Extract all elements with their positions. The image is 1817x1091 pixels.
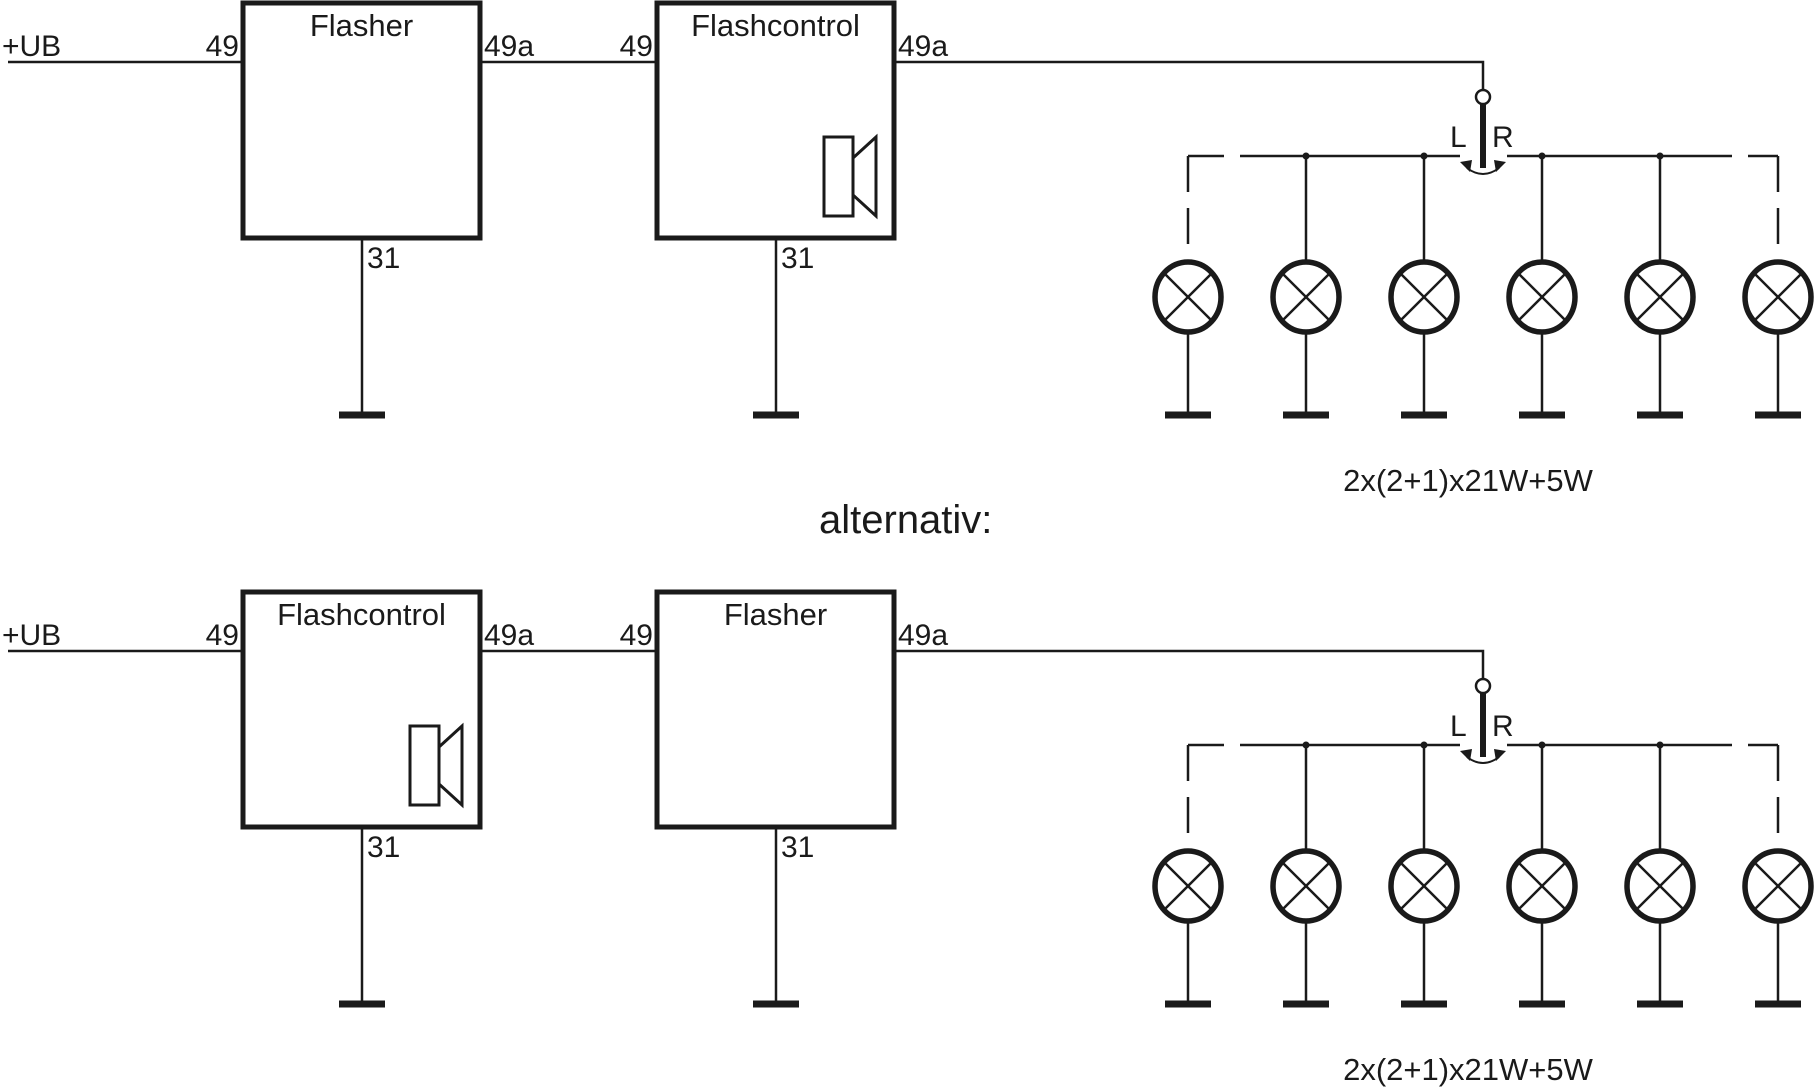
- buzzer-icon: [408, 722, 464, 809]
- lamp: [1388, 152, 1460, 419]
- junction-dot: [1302, 152, 1310, 160]
- module-flasher: Flasher 49 49a 31: [620, 589, 948, 1008]
- switch-right-label: R: [1492, 121, 1514, 154]
- ground-pin-label: 31: [367, 831, 400, 864]
- module-title: Flashcontrol: [277, 597, 446, 632]
- module-flashcontrol: Flashcontrol 49 49a 31: [206, 589, 534, 1008]
- input-pin-label: 49: [620, 619, 653, 652]
- module-title: Flasher: [724, 597, 827, 632]
- switch-left-label: L: [1450, 121, 1467, 154]
- junction-dot: [1420, 741, 1428, 749]
- output-pin-label: 49a: [898, 619, 948, 652]
- lamp: [1270, 741, 1342, 1008]
- module-flashcontrol: Flashcontrol 49 49a 31: [620, 0, 948, 419]
- lamp: [1506, 741, 1578, 1008]
- module-title: Flashcontrol: [691, 8, 860, 43]
- lamp: [1506, 152, 1578, 419]
- junction-dot: [1302, 741, 1310, 749]
- output-wire: [894, 649, 1485, 679]
- junction-dot: [1656, 741, 1664, 749]
- lamp: [1742, 156, 1814, 419]
- input-pin-label: 49: [206, 30, 239, 63]
- output-pin-label: 49a: [898, 30, 948, 63]
- input-pin-label: 49: [206, 619, 239, 652]
- lamp-spec-label: 2x(2+1)x21W+5W: [1343, 463, 1594, 498]
- ground-pin-label: 31: [367, 242, 400, 275]
- double-arrow-icon: [1460, 749, 1506, 764]
- lamp: [1388, 741, 1460, 1008]
- supply-label: +UB: [2, 619, 61, 652]
- module-title: Flasher: [310, 8, 413, 43]
- output-pin-label: 49a: [484, 619, 534, 652]
- switch-right-label: R: [1492, 710, 1514, 743]
- switch-pivot-icon: [1474, 88, 1492, 106]
- junction-dot: [1420, 152, 1428, 160]
- lamp: [1152, 745, 1224, 1008]
- output-pin-label: 49a: [484, 30, 534, 63]
- lamp: [1742, 745, 1814, 1008]
- junction-dot: [1538, 741, 1546, 749]
- switch-pivot-icon: [1474, 677, 1492, 695]
- supply-label: +UB: [2, 30, 61, 63]
- lamp: [1270, 152, 1342, 419]
- junction-dot: [1538, 152, 1546, 160]
- buzzer-icon: [822, 133, 878, 220]
- input-pin-label: 49: [620, 30, 653, 63]
- lamp-spec-label: 2x(2+1)x21W+5W: [1343, 1052, 1594, 1087]
- ground-pin-label: 31: [781, 831, 814, 864]
- module-box: [240, 0, 483, 241]
- module-flasher: Flasher 49 49a 31: [206, 0, 534, 419]
- module-box: [654, 589, 897, 830]
- junction-dot: [1656, 152, 1664, 160]
- double-arrow-icon: [1460, 160, 1506, 175]
- lamp: [1152, 156, 1224, 419]
- alternative-caption: alternativ:: [819, 498, 992, 542]
- lamp: [1624, 741, 1696, 1008]
- ground-pin-label: 31: [781, 242, 814, 275]
- lamp: [1624, 152, 1696, 419]
- switch-left-label: L: [1450, 710, 1467, 743]
- output-wire: [894, 60, 1485, 90]
